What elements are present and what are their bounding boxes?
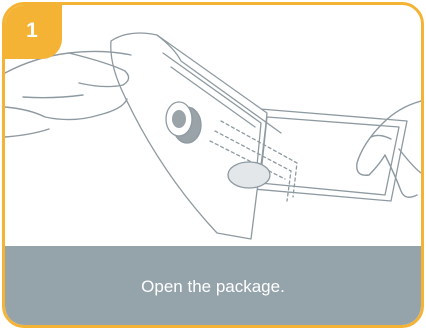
- seal-tab: [228, 162, 270, 188]
- caption-bar: Open the package.: [5, 246, 421, 328]
- package-illustration: [5, 5, 421, 245]
- step-card: 1 Open the package.: [2, 2, 424, 328]
- step-number-badge: 1: [2, 2, 62, 59]
- step-number: 1: [26, 19, 38, 43]
- step-caption: Open the package.: [141, 277, 285, 297]
- left-hand-icon: [5, 51, 131, 137]
